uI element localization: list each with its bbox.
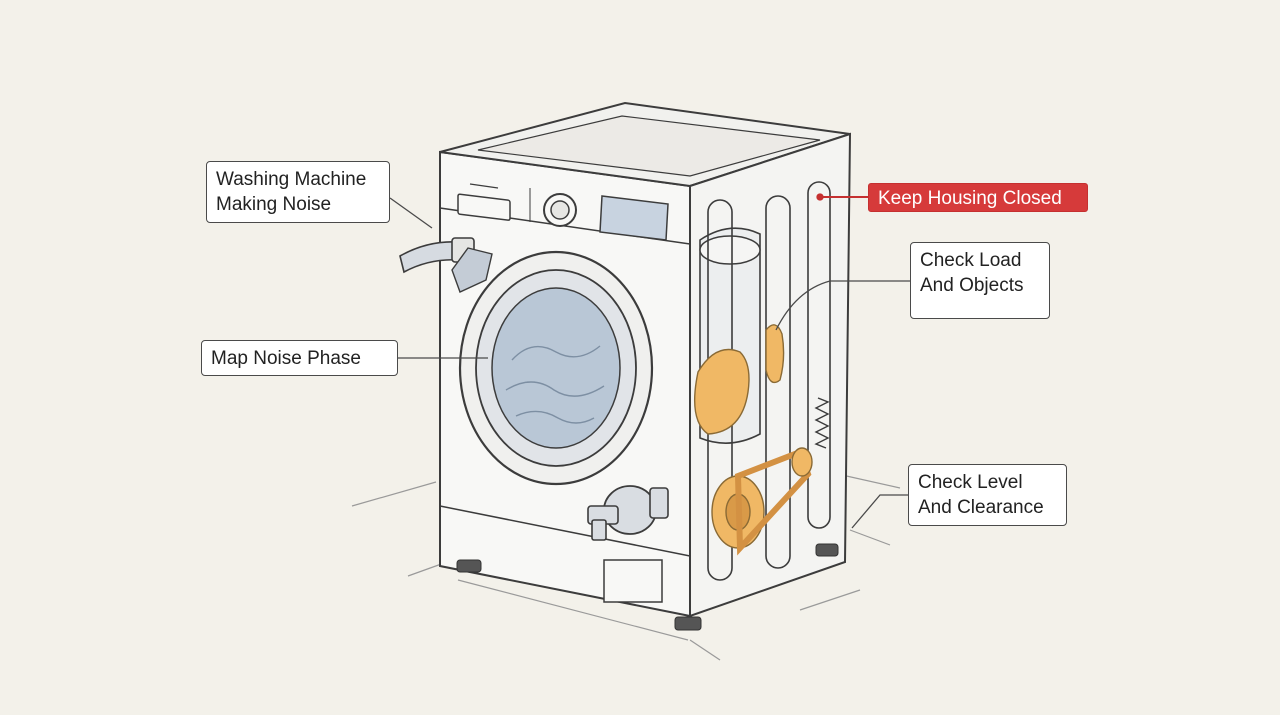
callout-level: Check Level And Clearance <box>908 464 1067 526</box>
drain-pump <box>587 485 669 541</box>
callout-load-line1: Check Load <box>920 250 1022 271</box>
callout-load-line2: And Objects <box>920 275 1024 296</box>
inlet-hose <box>399 237 493 293</box>
callout-level-line2: And Clearance <box>918 497 1044 518</box>
door <box>458 250 654 486</box>
callout-noise-line1: Washing Machine <box>216 169 367 190</box>
callout-housing-warning: Keep Housing Closed <box>868 183 1088 212</box>
floor-lines <box>351 474 901 661</box>
callout-noise-line2: Making Noise <box>216 194 332 215</box>
control-panel <box>457 183 669 241</box>
callout-noise: Washing Machine Making Noise <box>206 161 390 223</box>
callout-load: Check Load And Objects <box>910 242 1050 319</box>
callout-housing-text: Keep Housing Closed <box>878 188 1062 209</box>
spring <box>814 397 830 449</box>
filter-cover <box>603 559 663 603</box>
callout-phase: Map Noise Phase <box>201 340 398 376</box>
load-highlight <box>693 324 813 556</box>
callout-level-line1: Check Level <box>918 472 1023 493</box>
callout-phase-text: Map Noise Phase <box>211 348 361 369</box>
feet <box>456 543 839 631</box>
leader-lines <box>389 193 910 529</box>
